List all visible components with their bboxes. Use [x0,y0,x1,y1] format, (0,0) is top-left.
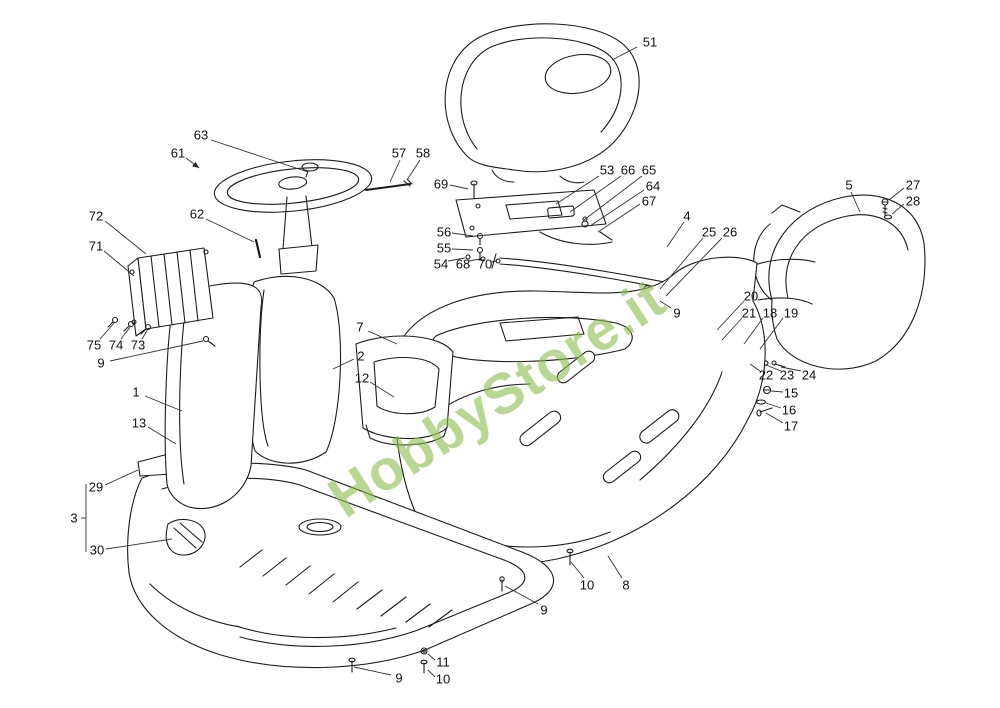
main-body [393,256,766,565]
seat [444,23,640,184]
seat-plate [365,179,613,264]
side-panel [355,335,454,446]
rear-panel [753,194,926,370]
rear-panel-screws [881,198,893,220]
steering-wheel [213,159,373,275]
leader-lines [81,46,905,678]
bolt-stack [755,385,773,417]
bottom-fasteners [348,548,574,674]
